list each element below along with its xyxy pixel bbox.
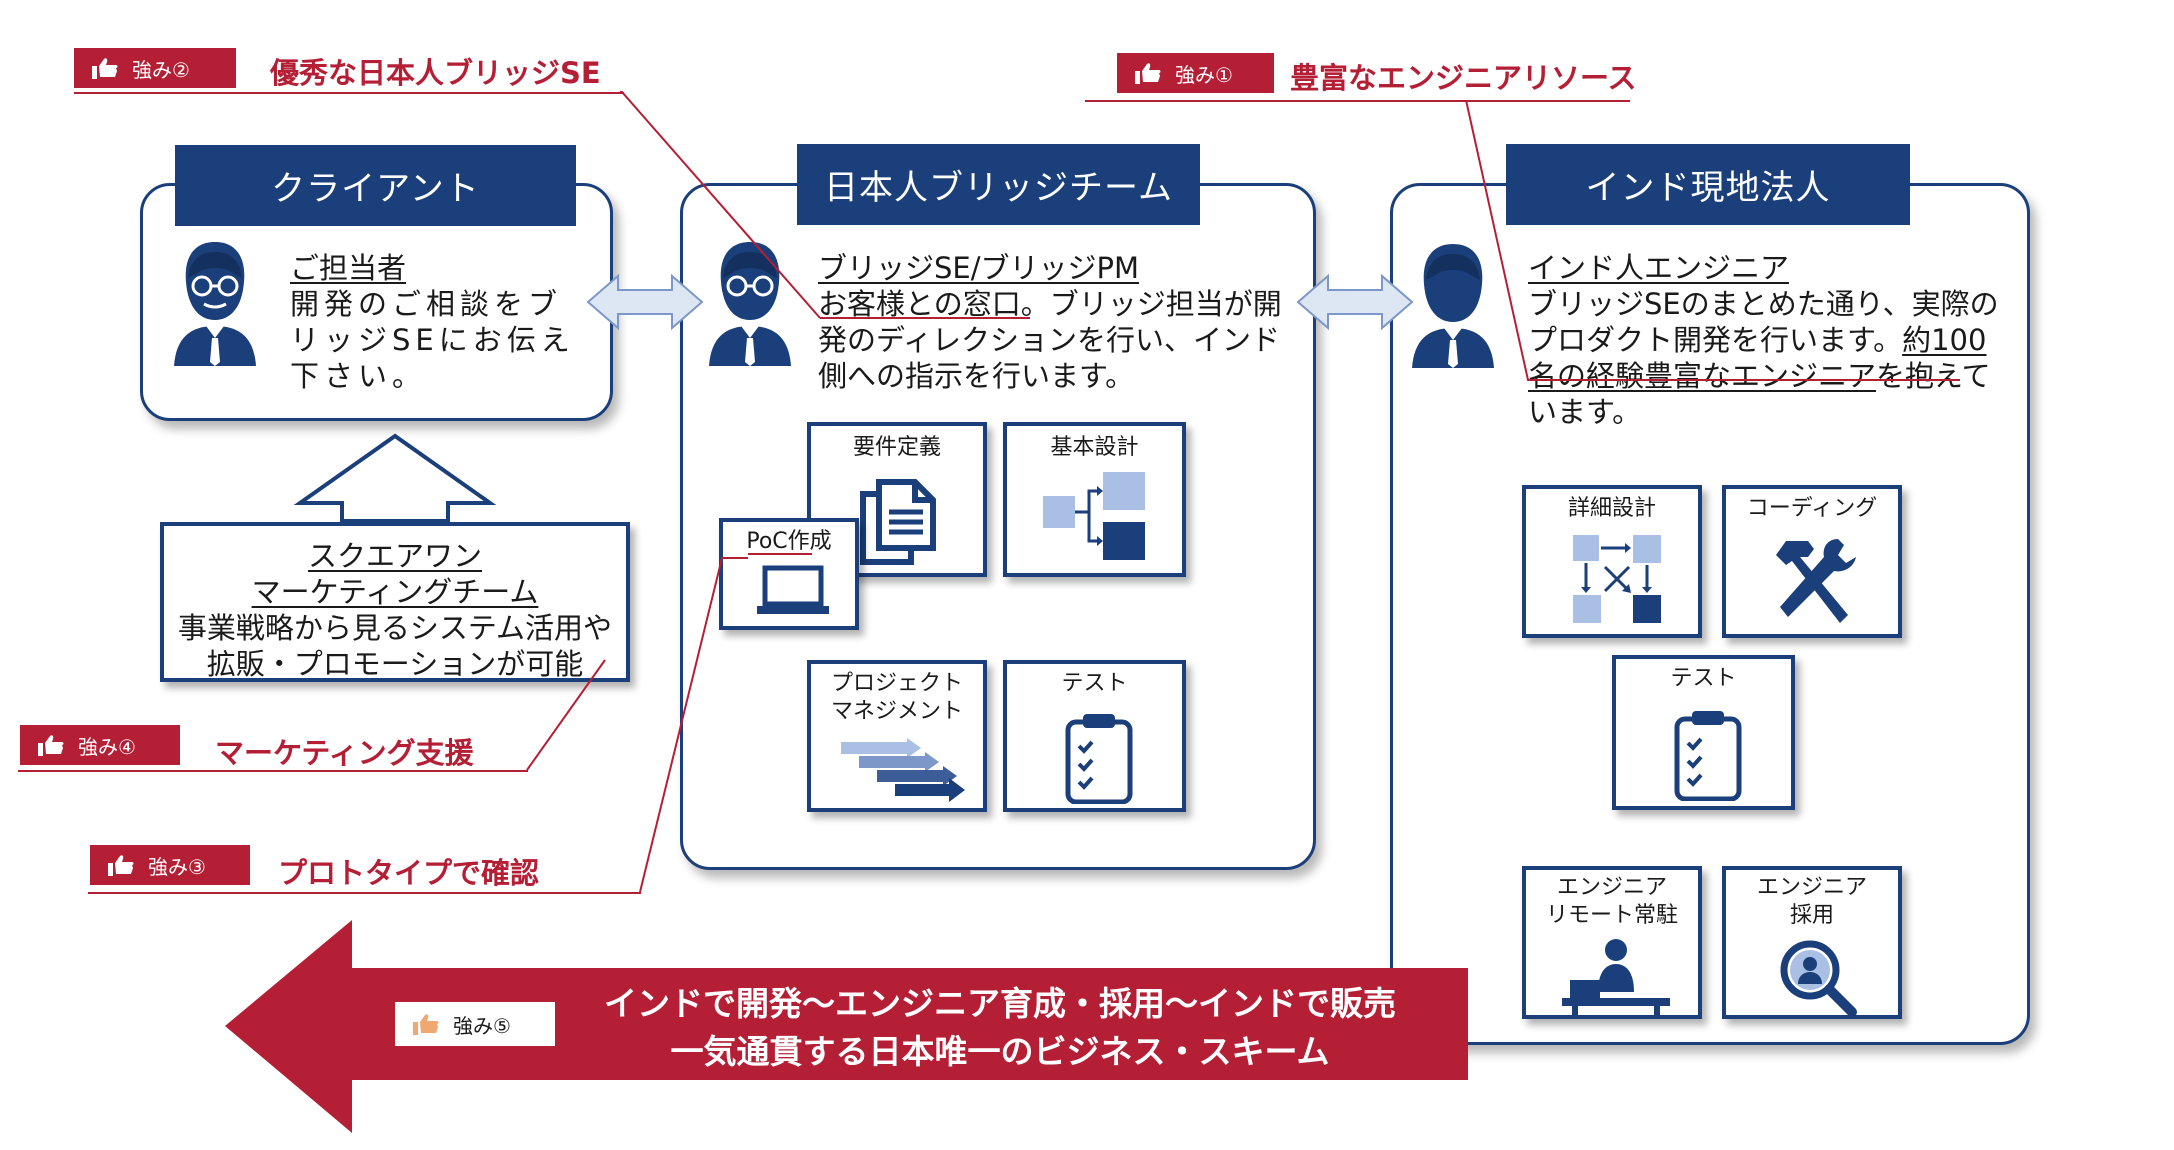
client-role: ご担当者 xyxy=(290,251,407,285)
task-test-bridge-label: テスト xyxy=(1061,671,1128,696)
strength-2-rule xyxy=(74,92,624,94)
thumbs-up-icon xyxy=(108,855,134,876)
task-poc: PoC作成 xyxy=(719,518,859,630)
strength-4-label: 強み④ xyxy=(78,734,136,759)
bridge-role: ブリッジSE/ブリッジPM xyxy=(818,251,1140,285)
design-flow-icon xyxy=(1043,472,1145,560)
strength-1-label: 強み① xyxy=(1175,62,1233,87)
task-test-india: テスト xyxy=(1612,655,1795,810)
laptop-icon xyxy=(757,565,829,614)
task-project-management: プロジェクト マネジメント xyxy=(807,660,987,812)
task-test-bridge: テスト xyxy=(1003,660,1186,812)
client-person-icon xyxy=(174,242,256,366)
task-requirements-label: 要件定義 xyxy=(852,435,941,460)
strength-2-tag: 強み② xyxy=(74,48,236,88)
search-person-icon xyxy=(1780,940,1857,1016)
task-remote-label-2: リモート常駐 xyxy=(1545,903,1678,928)
india-desc: ブリッジSEのまとめた通り、実際のプロダクト開発を行います。約100名の経験豊富… xyxy=(1528,286,2008,430)
strength-2-title: 優秀な日本人ブリッジSE xyxy=(270,56,601,90)
thumbs-up-icon xyxy=(38,735,64,756)
marketing-desc-line2: 拡販・プロモーションが可能 xyxy=(206,647,584,681)
document-icon xyxy=(860,479,936,565)
task-test-india-label: テスト xyxy=(1670,666,1737,691)
marketing-team-line1: スクエアワン xyxy=(307,539,482,573)
tools-icon xyxy=(1776,539,1856,623)
client-title: クライアント xyxy=(175,145,576,226)
task-pm-label-2: マネジメント xyxy=(830,699,963,724)
strength-1-tag: 強み① xyxy=(1117,53,1274,93)
strength-3-rule xyxy=(88,892,641,894)
thumbs-up-icon xyxy=(1135,63,1161,84)
strength-4-rule xyxy=(18,770,528,772)
bridge-title: 日本人ブリッジチーム xyxy=(797,144,1200,225)
worker-at-desk-icon xyxy=(1562,939,1670,1016)
strength-3-title: プロトタイプで確認 xyxy=(278,856,540,890)
marketing-team-line2: マーケティングチーム xyxy=(251,575,539,609)
strength-3-tag: 強み③ xyxy=(90,845,250,885)
task-basic-design-label: 基本設計 xyxy=(1050,435,1139,460)
progress-arrows-icon xyxy=(841,738,965,802)
task-coding: コーディング xyxy=(1722,485,1902,638)
bridge-desc: お客様との窓口。ブリッジ担当が開発のディレクションを行い、インド側への指示を行い… xyxy=(818,286,1288,394)
india-person-icon xyxy=(1412,244,1494,368)
marketing-desc-line1: 事業戦略から見るシステム活用や xyxy=(177,611,613,645)
strength-1-rule xyxy=(1085,100,1630,102)
strength-4-title: マーケティング支援 xyxy=(215,736,474,770)
task-requirements: 要件定義 xyxy=(807,422,987,577)
india-role: インド人エンジニア xyxy=(1528,251,1790,285)
task-remote-label-1: エンジニア xyxy=(1556,875,1667,900)
bridge-desc-highlight: お客様との窓口 xyxy=(818,287,1021,321)
task-pm-label-1: プロジェクト xyxy=(830,671,963,696)
thumbs-up-icon xyxy=(92,58,118,79)
strength-5-tag: 強み⑤ xyxy=(395,1002,555,1046)
checklist-icon xyxy=(1674,711,1742,801)
strength-5-line2: 一気通貫する日本唯一のビジネス・スキーム xyxy=(670,1032,1330,1071)
task-coding-label: コーディング xyxy=(1746,496,1878,521)
task-poc-label: PoC作成 xyxy=(746,529,832,554)
strength-1-title: 豊富なエンジニアリソース xyxy=(1290,61,1637,95)
task-hire-label-2: 採用 xyxy=(1789,903,1834,928)
task-remote-resident: エンジニア リモート常駐 xyxy=(1522,866,1702,1019)
strength-5-label: 強み⑤ xyxy=(453,1013,511,1038)
task-detail-design-label: 詳細設計 xyxy=(1567,496,1656,521)
bridge-person-icon xyxy=(709,242,791,366)
marketing-box: スクエアワン マーケティングチーム 事業戦略から見るシステム活用や 拡販・プロモ… xyxy=(160,522,630,682)
task-hire-label-1: エンジニア xyxy=(1756,875,1867,900)
checklist-icon xyxy=(1065,714,1133,804)
strength-5-line1: インドで開発〜エンジニア育成・採用〜インドで販売 xyxy=(604,984,1396,1023)
task-detail-design: 詳細設計 xyxy=(1522,485,1702,638)
task-engineer-hiring: エンジニア 採用 xyxy=(1722,866,1902,1019)
detail-flow-icon xyxy=(1573,535,1661,623)
strength-5-text: インドで開発〜エンジニア育成・採用〜インドで販売 一気通貫する日本唯一のビジネス… xyxy=(560,980,1440,1076)
bridge-desc-rest: 。ブリッジ担当が開発のディレクションを行い、インド側への指示を行います。 xyxy=(818,287,1282,393)
strength-3-label: 強み③ xyxy=(148,854,206,879)
task-basic-design: 基本設計 xyxy=(1003,422,1186,577)
marketing-up-arrow xyxy=(293,433,497,523)
india-title: インド現地法人 xyxy=(1506,144,1910,225)
thumbs-up-icon xyxy=(413,1014,439,1035)
strength-4-tag: 強み④ xyxy=(20,725,180,765)
client-desc: 開発のご相談をブリッジSEにお伝え下さい。 xyxy=(290,287,575,393)
strength-2-label: 強み② xyxy=(132,57,190,82)
